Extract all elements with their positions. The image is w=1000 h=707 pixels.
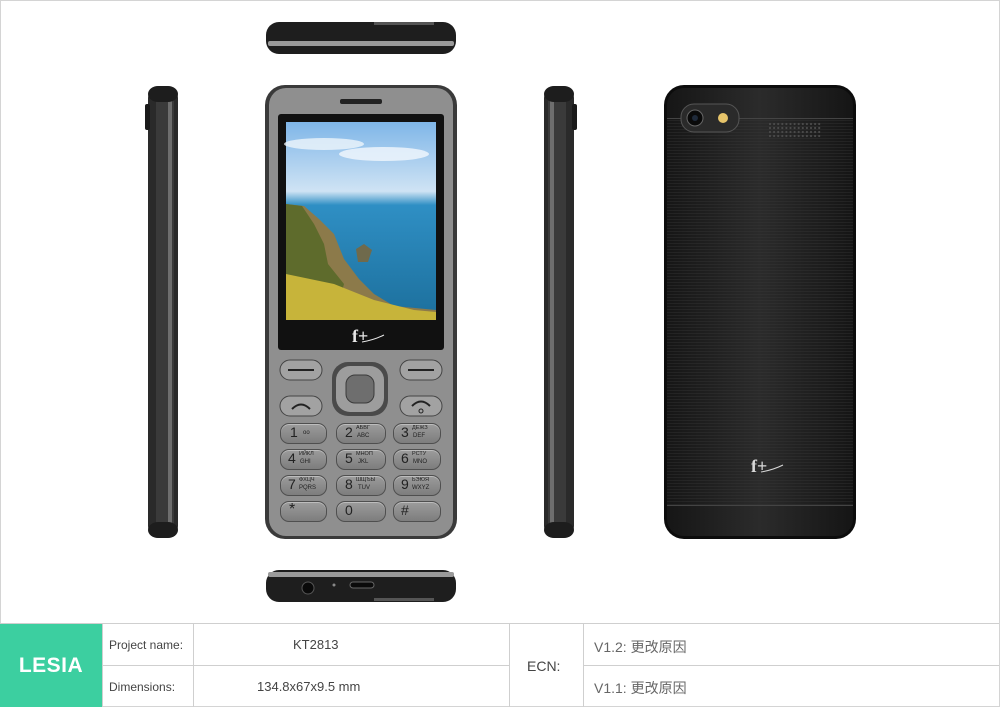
key-1-sub: oo bbox=[303, 430, 310, 436]
key-8-letters: ШЩЪЫ bbox=[356, 477, 376, 483]
title-block: LESIA Project name: KT2813 Dimensions: 1… bbox=[0, 623, 999, 707]
back-brand-logo: f+ bbox=[751, 456, 767, 476]
key-6-letters: РСТУ bbox=[412, 451, 427, 457]
key-0[interactable] bbox=[336, 501, 386, 522]
key-star[interactable] bbox=[280, 501, 327, 522]
key-7[interactable] bbox=[280, 475, 327, 496]
key-9-letters: ЬЭЮЯ bbox=[412, 477, 430, 483]
key-4-digit: 4 bbox=[288, 450, 296, 466]
key-star-digit: * bbox=[289, 501, 296, 518]
key-hash[interactable] bbox=[393, 501, 441, 522]
key-1-digit: 1 bbox=[290, 424, 298, 440]
key-9-digit: 9 bbox=[401, 476, 409, 492]
key-5[interactable] bbox=[336, 449, 386, 470]
key-5-sub: JKL bbox=[358, 459, 369, 465]
key-hash-digit: # bbox=[401, 502, 409, 518]
revision-v1-1: V1.1: 更改原因 bbox=[594, 680, 687, 696]
speaker-grille bbox=[768, 122, 821, 138]
key-6[interactable] bbox=[393, 449, 441, 470]
dimensions-label: Dimensions: bbox=[109, 680, 176, 694]
key-6-sub: MNO bbox=[413, 459, 427, 465]
key-8-digit: 8 bbox=[345, 476, 353, 492]
key-1[interactable] bbox=[280, 423, 327, 444]
dimensions-value: 134.8x67x9.5 mm bbox=[257, 679, 361, 694]
key-3[interactable] bbox=[393, 423, 441, 444]
key-5-letters: МНОП bbox=[356, 451, 373, 457]
key-9-sub: WXYZ bbox=[412, 485, 430, 491]
project-name-value: KT2813 bbox=[293, 637, 339, 652]
key-8[interactable] bbox=[336, 475, 386, 496]
company-logo: LESIA bbox=[0, 624, 102, 707]
screen-brand-logo: f+ bbox=[352, 326, 368, 346]
key-6-digit: 6 bbox=[401, 450, 409, 466]
key-8-sub: TUV bbox=[358, 485, 370, 491]
key-2-digit: 2 bbox=[345, 424, 353, 440]
key-7-digit: 7 bbox=[288, 476, 296, 492]
key-5-digit: 5 bbox=[345, 450, 353, 466]
key-4[interactable] bbox=[280, 449, 327, 470]
key-3-digit: 3 bbox=[401, 424, 409, 440]
phone-back-view: f+ bbox=[664, 85, 856, 539]
key-3-sub: DEF bbox=[413, 433, 425, 439]
phone-top-view bbox=[266, 22, 456, 54]
revision-v1-2: V1.2: 更改原因 bbox=[594, 639, 687, 655]
key-4-sub: GHI bbox=[300, 459, 311, 465]
phone-front-view: f+ bbox=[265, 85, 457, 539]
phone-right-side-view bbox=[544, 86, 577, 538]
key-2-letters: АБВГ bbox=[356, 425, 370, 431]
key-0-digit: 0 bbox=[345, 502, 353, 518]
key-3-letters: ДЕЖЗ bbox=[412, 425, 428, 431]
phone-left-side-view bbox=[145, 86, 178, 538]
key-4-letters: ИЙКЛ bbox=[299, 451, 314, 457]
ecn-label: ECN: bbox=[527, 658, 561, 674]
key-7-sub: PQRS bbox=[299, 485, 317, 491]
phone-bottom-view bbox=[266, 570, 456, 602]
key-7-letters: ФХЦЧ bbox=[299, 477, 315, 483]
project-name-label: Project name: bbox=[109, 638, 184, 652]
key-2[interactable] bbox=[336, 423, 386, 444]
key-9[interactable] bbox=[393, 475, 441, 496]
key-2-sub: ABC bbox=[357, 433, 370, 439]
